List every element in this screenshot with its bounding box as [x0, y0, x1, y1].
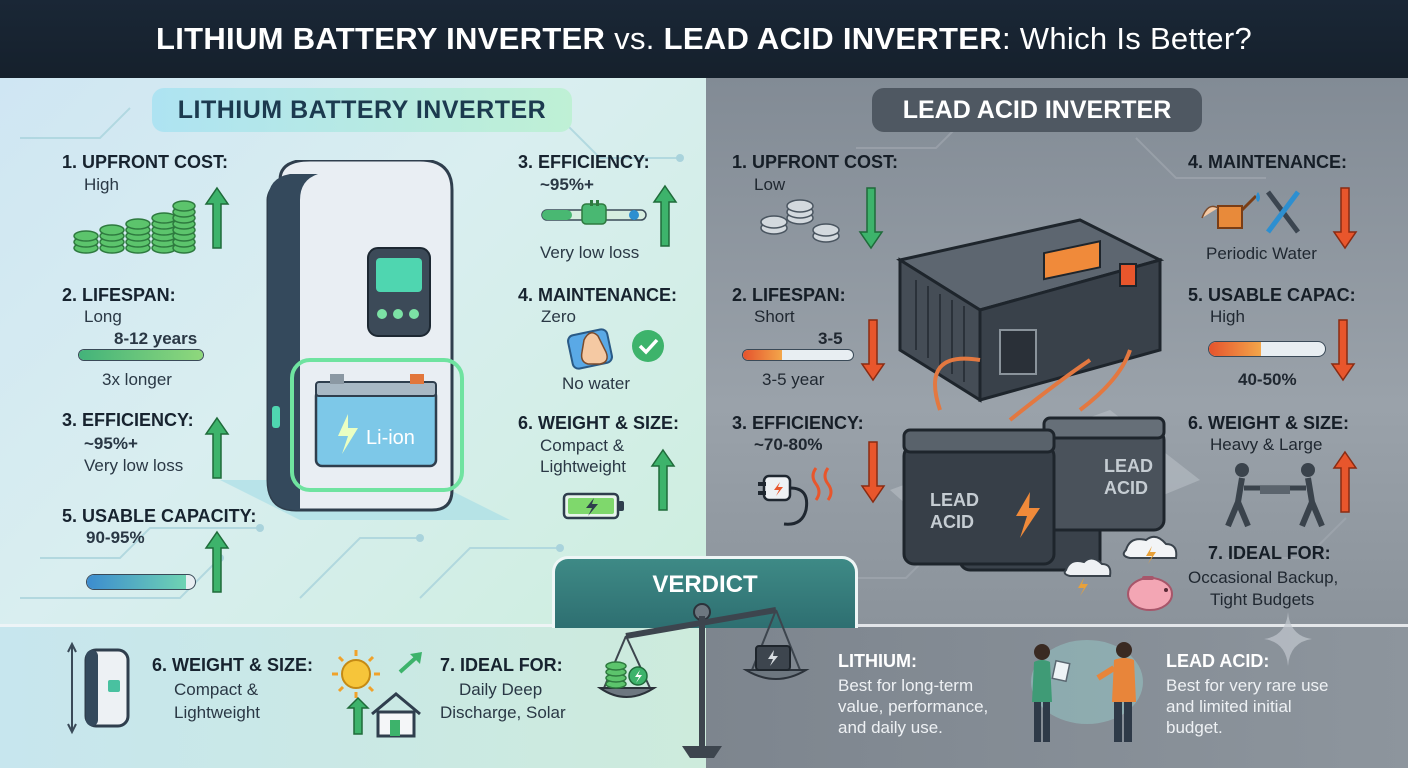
up-arrow-red-icon — [1332, 450, 1358, 513]
up-arrow-icon — [650, 448, 676, 511]
pb-lifespan-label: 2. LIFESPAN: — [732, 285, 846, 305]
page-title: LITHIUM BATTERY INVERTER vs. LEAD ACID I… — [155, 21, 1253, 56]
two-people-discussing-icon — [1031, 640, 1143, 742]
pb-efficiency-label: 3. EFFICIENCY: — [732, 413, 864, 433]
acid-label-1: ACID — [930, 512, 974, 532]
page-header: LITHIUM BATTERY INVERTER vs. LEAD ACID I… — [0, 0, 1408, 78]
acid-label-2: ACID — [1104, 478, 1148, 498]
verdict-lithium-line1: Best for long-term — [838, 676, 974, 695]
verdict-lead-acid-line1: Best for very rare use — [1166, 676, 1329, 695]
cleaning-hand-check-icon — [567, 328, 664, 370]
lithium-inverter-illustration: Li-ion — [220, 160, 510, 520]
down-arrow-green-icon — [858, 187, 884, 250]
li-maintenance-label: 4. MAINTENANCE: — [518, 285, 678, 305]
up-arrow-icon — [652, 184, 678, 247]
li-weight-b-line1: Compact & — [174, 680, 259, 699]
down-arrow-icon — [1330, 319, 1356, 382]
up-arrow-icon — [204, 530, 230, 593]
pb-lifespan-bar — [742, 349, 854, 361]
plug-efficiency-bar-icon — [541, 200, 647, 225]
li-maintenance-note: No water — [562, 374, 631, 393]
verdict-lithium-line3: and daily use. — [838, 718, 943, 737]
pb-lifespan-range: 3-5 — [818, 329, 843, 348]
verdict-lead-acid-line3: budget. — [1166, 718, 1223, 737]
pb-lifespan-value: Short — [754, 307, 795, 326]
verdict-lead-acid-line2: and limited initial — [1166, 697, 1292, 716]
lead-acid-inverter-illustration: LEAD ACID LEAD ACID — [890, 218, 1200, 572]
pb-ideal-for-label: 7. IDEAL FOR: — [1208, 543, 1331, 563]
li-ideal-for-line1: Daily Deep — [459, 680, 543, 699]
li-weight-line1: Compact & — [540, 436, 625, 455]
coin-stacks-icon — [73, 200, 196, 254]
battery-charging-icon — [562, 492, 624, 520]
li-upfront-cost-value: High — [84, 175, 119, 194]
pb-ideal-for-line1: Occasional Backup, — [1188, 568, 1339, 587]
pb-efficiency-value: ~70-80% — [754, 435, 823, 454]
li-lifespan-value: Long — [84, 307, 122, 326]
plug-heat-icon — [758, 467, 833, 526]
li-upfront-cost-label: 1. UPFRONT COST: — [62, 152, 229, 172]
lead-label-2: LEAD — [1104, 456, 1153, 476]
li-efficiency-note: Very low loss — [84, 456, 184, 475]
li-weight-b-label: 6. WEIGHT & SIZE: — [152, 655, 314, 675]
sparkle-icon — [1264, 612, 1312, 666]
pb-usable-capacity-value: High — [1210, 307, 1245, 326]
balance-scale-icon — [596, 603, 810, 758]
li-lifespan-note: 3x longer — [102, 370, 172, 389]
li-weight-line2: Lightweight — [540, 457, 627, 476]
pb-upfront-cost-value: Low — [754, 175, 786, 194]
verdict-lead-acid-label: LEAD ACID: — [1166, 651, 1270, 671]
li-efficiency-b-note: Very low loss — [540, 243, 640, 262]
pb-lifespan-note: 3-5 year — [762, 370, 825, 389]
lead-label-1: LEAD — [930, 490, 979, 510]
li-ideal-for-label: 7. IDEAL FOR: — [440, 655, 563, 675]
li-efficiency-b-value: ~95%+ — [540, 175, 594, 194]
li-efficiency-value: ~95%+ — [84, 434, 138, 453]
pb-usable-capacity-range: 40-50% — [1238, 370, 1297, 389]
li-weight-b-line2: Lightweight — [174, 703, 261, 722]
pb-capacity-bar — [1208, 341, 1326, 357]
li-efficiency-b-label: 3. EFFICIENCY: — [518, 152, 650, 172]
few-coins-icon — [760, 199, 840, 243]
down-arrow-icon — [860, 441, 886, 504]
verdict-lithium-label: LITHIUM: — [838, 651, 917, 671]
solar-house-icon — [332, 650, 422, 738]
up-arrow-icon — [204, 186, 230, 249]
li-lifespan-bar — [78, 349, 204, 361]
pb-weight-label: 6. WEIGHT & SIZE: — [1188, 413, 1350, 433]
li-ideal-for-line2: Discharge, Solar — [440, 703, 566, 722]
pb-weight-value: Heavy & Large — [1210, 435, 1323, 454]
pb-ideal-for-line2: Tight Budgets — [1210, 590, 1315, 609]
down-arrow-icon — [860, 319, 886, 382]
compact-inverter-icon — [67, 641, 130, 735]
pb-usable-capacity-label: 5. USABLE CAPAC: — [1188, 285, 1356, 305]
verdict-lithium-line2: value, performance, — [838, 697, 989, 716]
up-arrow-icon — [204, 416, 230, 479]
li-ion-label: Li-ion — [366, 427, 415, 449]
li-capacity-bar — [86, 574, 196, 590]
pb-maintenance-label: 4. MAINTENANCE: — [1188, 152, 1348, 172]
lead-acid-heading: LEAD ACID INVERTER — [872, 88, 1202, 132]
li-usable-capacity-label: 5. USABLE CAPACITY: — [62, 506, 257, 526]
pb-upfront-cost-label: 1. UPFRONT COST: — [732, 152, 899, 172]
watering-can-tools-icon — [1201, 190, 1300, 234]
li-usable-capacity-value: 90-95% — [86, 528, 145, 547]
li-lifespan-range: 8-12 years — [114, 329, 198, 348]
li-maintenance-value: Zero — [541, 307, 576, 326]
down-arrow-icon — [1332, 187, 1358, 250]
verdict-heading: VERDICT — [552, 556, 858, 628]
people-lifting-icon — [1225, 463, 1325, 528]
li-lifespan-label: 2. LIFESPAN: — [62, 285, 176, 305]
li-weight-label: 6. WEIGHT & SIZE: — [518, 413, 680, 433]
lithium-heading: LITHIUM BATTERY INVERTER — [152, 88, 572, 132]
li-efficiency-label: 3. EFFICIENCY: — [62, 410, 194, 430]
storm-cloud-piggy-bank-icon — [1063, 535, 1178, 611]
pb-maintenance-note: Periodic Water — [1206, 244, 1317, 263]
